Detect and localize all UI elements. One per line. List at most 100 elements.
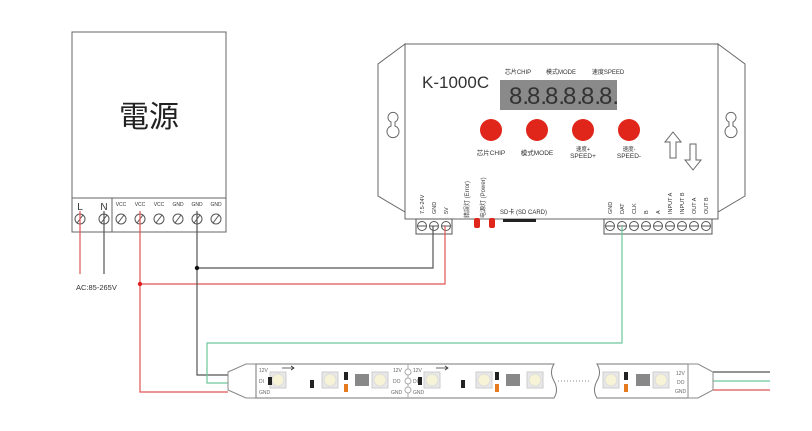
ac-input-label: AC:85-265V (76, 283, 117, 292)
terminal-label: A (656, 210, 662, 214)
ps-terminal-label: N (100, 202, 107, 213)
button-label: 速度+ (576, 145, 590, 153)
strip-pad-di: DI (259, 379, 264, 385)
terminal-label: GND (432, 202, 438, 214)
power-supply-title: 電源 (119, 100, 179, 135)
terminal-screw[interactable] (689, 221, 699, 231)
terminal-label: OUT A (692, 197, 698, 214)
ps-terminal-label: VCC (154, 202, 165, 208)
rgbw-led (652, 371, 670, 389)
ps-terminal-label: VCC (116, 202, 127, 208)
junction-vcc (137, 281, 143, 287)
led-error-label: 錯誤灯 (Error) (463, 181, 471, 218)
controller-button-1[interactable]: 模式MODE (521, 119, 554, 157)
strip-mid-do-left: DO (393, 379, 401, 385)
capacitor (495, 384, 499, 392)
display-label-mode: 模式MODE (546, 68, 576, 76)
resistor (461, 380, 465, 388)
controller-button-0[interactable]: 芯片CHIP (477, 119, 506, 157)
strip-end-do: DO (677, 380, 685, 386)
terminal-screw[interactable] (417, 221, 427, 231)
wire-data (206, 226, 623, 384)
rgbw-led (526, 371, 544, 389)
button-label: 模式MODE (521, 148, 554, 157)
terminal-screw[interactable] (441, 221, 451, 231)
cut-pad (404, 386, 412, 394)
rgbw-led (269, 371, 287, 389)
led-power (489, 218, 495, 228)
ps-terminal-screw[interactable] (172, 213, 184, 225)
display-digit: 8. (581, 83, 601, 110)
terminal-label: GND (608, 202, 614, 214)
led-power-label: 电源灯 (Power) (479, 177, 487, 218)
status-leds: 錯誤灯 (Error) 电源灯 (Power) (463, 177, 495, 228)
terminal-label: 5V (444, 207, 450, 214)
terminal-screw[interactable] (629, 221, 639, 231)
display-digit: 8. (563, 83, 583, 110)
controller-model: K-1000C (422, 73, 489, 92)
keyhole-right-icon (724, 112, 738, 139)
driver-ic (506, 374, 520, 386)
wire-gnd-controller (197, 226, 434, 269)
strip-mid-di-right: DI (413, 379, 418, 385)
sd-card-slot[interactable] (503, 219, 536, 222)
rgbw-led (371, 371, 389, 389)
strip-end-gnd: GND (675, 389, 687, 395)
strip-mid-12v-left: 12V (393, 368, 403, 374)
driver-ic (636, 374, 650, 386)
keyhole-left-icon (386, 112, 400, 139)
rgbw-led (602, 371, 620, 389)
wire-gnd-strip (196, 211, 228, 376)
wire-vcc-controller (140, 226, 446, 285)
strip-pad-12v: 12V (259, 368, 269, 374)
strip-mid-12v-right: 12V (413, 368, 423, 374)
sd-card-label: SD卡 (SD CARD) (500, 208, 547, 216)
data-direction-arrow-icon (436, 365, 449, 371)
rgbw-led (423, 371, 441, 389)
rgbw-led (475, 371, 493, 389)
ps-terminal-screw[interactable] (115, 213, 127, 225)
ps-terminal-label: L (77, 202, 83, 213)
terminal-label: 7.5-24V (420, 194, 426, 214)
ps-terminal-label: GND (210, 202, 222, 208)
ps-terminal-screw[interactable] (210, 213, 222, 225)
cut-pad (404, 377, 412, 385)
controller-button-2[interactable]: 速度+SPEED+ (570, 119, 596, 160)
terminal-screw[interactable] (701, 221, 711, 231)
terminal-label: B (644, 210, 650, 214)
junction-gnd (194, 265, 200, 271)
display-digit: 8. (527, 83, 547, 110)
terminal-screw[interactable] (653, 221, 663, 231)
terminal-label: INPUT B (680, 192, 686, 214)
strip-mid-gnd-left: GND (391, 390, 403, 396)
resistor (268, 377, 272, 385)
button-sublabel: SPEED+ (570, 153, 596, 160)
seven-segment-display (500, 80, 617, 110)
display-label-speed: 速度SPEED (592, 68, 625, 76)
button-label: 速度- (623, 145, 636, 153)
terminal-screw[interactable] (605, 221, 615, 231)
ps-terminal-label: VCC (135, 202, 146, 208)
display-digit: 8. (545, 83, 565, 110)
terminal-label: CLK (632, 203, 638, 214)
terminal-screw[interactable] (665, 221, 675, 231)
ps-terminal-label: GND (191, 202, 203, 208)
wire-vcc-strip (139, 211, 228, 393)
controller-button-3[interactable]: 速度-SPEED- (617, 119, 641, 160)
terminal-screw[interactable] (677, 221, 687, 231)
cut-pad (404, 368, 412, 376)
display-digit: 8. (599, 83, 619, 110)
wires (79, 211, 770, 393)
strip-end-12v: 12V (676, 371, 686, 377)
terminal-screw[interactable] (641, 221, 651, 231)
terminal-screw[interactable] (429, 221, 439, 231)
display-digit: 8. (509, 83, 529, 110)
strip-mid-gnd-right: GND (413, 390, 425, 396)
terminal-label: OUT B (704, 197, 710, 214)
resistor (344, 372, 348, 380)
led-strip: 12V DI GND 12V DO GND 12V DI GND 12V DO … (227, 363, 714, 399)
ps-terminal-screw[interactable] (153, 213, 165, 225)
capacitor (624, 384, 628, 392)
driver-ic (355, 374, 369, 386)
